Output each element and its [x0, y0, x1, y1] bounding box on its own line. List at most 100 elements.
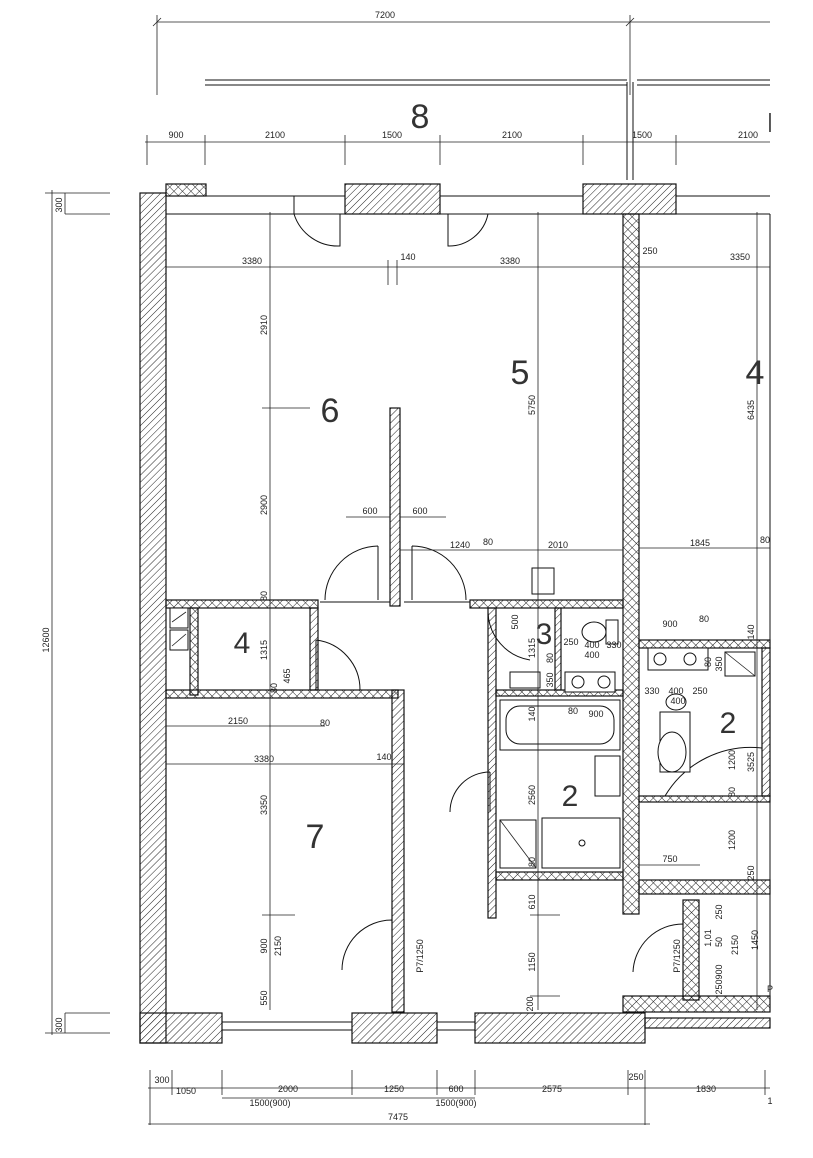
- svg-text:2910: 2910: [259, 315, 269, 335]
- interior-dimension-texts: 3380 140 3380 250 3350 2910 2900 5750 64…: [228, 246, 773, 1012]
- svg-text:600: 600: [412, 506, 427, 516]
- svg-text:2150: 2150: [730, 935, 740, 955]
- svg-text:P7/1250: P7/1250: [672, 939, 682, 973]
- svg-text:350: 350: [545, 672, 555, 687]
- interior-dimension-lines: [166, 212, 770, 1010]
- svg-text:2100: 2100: [502, 130, 522, 140]
- svg-text:80: 80: [568, 706, 578, 716]
- svg-text:80: 80: [320, 718, 330, 728]
- interior-partitions: [165, 214, 771, 1013]
- svg-text:1830: 1830: [696, 1084, 716, 1094]
- svg-text:80: 80: [269, 683, 279, 693]
- svg-text:1250: 1250: [384, 1084, 404, 1094]
- svg-text:2575: 2575: [542, 1084, 562, 1094]
- svg-text:2100: 2100: [265, 130, 285, 140]
- svg-text:80: 80: [703, 657, 713, 667]
- svg-text:610: 610: [527, 894, 537, 909]
- svg-text:330: 330: [644, 686, 659, 696]
- room-label-2-right: 2: [720, 707, 737, 740]
- svg-text:400: 400: [670, 696, 685, 706]
- room-label-8: 8: [411, 98, 430, 136]
- svg-text:600: 600: [362, 506, 377, 516]
- svg-text:200: 200: [525, 996, 535, 1011]
- svg-text:80: 80: [483, 537, 493, 547]
- svg-text:140: 140: [400, 252, 415, 262]
- svg-text:|: |: [767, 111, 772, 133]
- room-label-3: 3: [536, 618, 553, 651]
- svg-text:400: 400: [584, 640, 599, 650]
- svg-text:2100: 2100: [738, 130, 758, 140]
- svg-text:1150: 1150: [527, 952, 537, 971]
- svg-text:250: 250: [628, 1072, 643, 1082]
- svg-text:1200: 1200: [727, 830, 737, 850]
- svg-text:2010: 2010: [548, 540, 568, 550]
- svg-text:300: 300: [54, 197, 64, 212]
- svg-text:1240: 1240: [450, 540, 470, 550]
- svg-text:1315: 1315: [259, 640, 269, 660]
- svg-text:7475: 7475: [388, 1112, 408, 1122]
- balcony-railing: [205, 79, 770, 180]
- svg-text:80: 80: [259, 591, 269, 601]
- svg-text:2150: 2150: [273, 936, 283, 956]
- svg-text:80: 80: [760, 535, 770, 545]
- svg-text:1200: 1200: [727, 750, 737, 770]
- svg-text:1500: 1500: [382, 130, 402, 140]
- svg-text:2560: 2560: [527, 785, 537, 805]
- svg-text:300: 300: [54, 1017, 64, 1032]
- svg-text:400: 400: [668, 686, 683, 696]
- svg-text:80: 80: [527, 857, 537, 867]
- room-label-6: 6: [321, 392, 340, 430]
- svg-text:600: 600: [448, 1084, 463, 1094]
- svg-text:1,01: 1,01: [703, 929, 713, 947]
- svg-text:550: 550: [259, 990, 269, 1005]
- svg-text:80: 80: [727, 787, 737, 797]
- svg-text:250: 250: [692, 686, 707, 696]
- svg-text:1450: 1450: [750, 930, 760, 950]
- svg-text:12600: 12600: [41, 627, 51, 652]
- room-label-5: 5: [511, 354, 530, 392]
- svg-text:250: 250: [563, 637, 578, 647]
- svg-text:1315: 1315: [527, 638, 537, 658]
- svg-text:750: 750: [662, 854, 677, 864]
- bottom-dimension-rows: 300 1050 2000 1250 600 2575 250 1830 1 1…: [148, 1070, 773, 1125]
- top-dimension-row-2: 900 2100 1500 2100 1500 2100: [145, 130, 770, 165]
- doors: [293, 196, 763, 973]
- svg-text:3350: 3350: [730, 252, 750, 262]
- central-bearing-wall: [622, 213, 771, 1013]
- svg-text:900: 900: [168, 130, 183, 140]
- svg-text:250: 250: [714, 979, 724, 994]
- svg-text:465: 465: [282, 668, 292, 683]
- room-label-7: 7: [306, 818, 325, 856]
- svg-text:3525: 3525: [746, 752, 756, 772]
- svg-text:140: 140: [746, 624, 756, 639]
- svg-text:500: 500: [510, 614, 520, 629]
- svg-text:900: 900: [259, 938, 269, 953]
- svg-text:900: 900: [662, 619, 677, 629]
- room-label-4-left: 4: [234, 627, 251, 660]
- svg-text:P: P: [767, 984, 773, 994]
- svg-text:330: 330: [606, 640, 621, 650]
- svg-text:400: 400: [584, 650, 599, 660]
- svg-text:P7/1250: P7/1250: [415, 939, 425, 973]
- svg-text:250: 250: [714, 904, 724, 919]
- svg-text:3380: 3380: [242, 256, 262, 266]
- svg-text:140: 140: [376, 752, 391, 762]
- room-label-2-center: 2: [562, 780, 579, 813]
- svg-text:300: 300: [154, 1075, 169, 1085]
- svg-text:900: 900: [714, 964, 724, 979]
- svg-text:2000: 2000: [278, 1084, 298, 1094]
- svg-text:50: 50: [714, 937, 724, 947]
- outer-walls: [139, 183, 771, 1044]
- svg-text:1050: 1050: [176, 1086, 196, 1096]
- left-dimension: 12600 300 300: [41, 190, 110, 1035]
- svg-text:2150: 2150: [228, 716, 248, 726]
- svg-text:1: 1: [767, 1096, 772, 1106]
- svg-text:1845: 1845: [690, 538, 710, 548]
- svg-text:6435: 6435: [746, 400, 756, 420]
- fixtures: [169, 567, 756, 869]
- svg-text:250: 250: [746, 865, 756, 880]
- svg-text:2900: 2900: [259, 495, 269, 515]
- svg-text:1500: 1500: [632, 130, 652, 140]
- svg-text:5750: 5750: [527, 395, 537, 415]
